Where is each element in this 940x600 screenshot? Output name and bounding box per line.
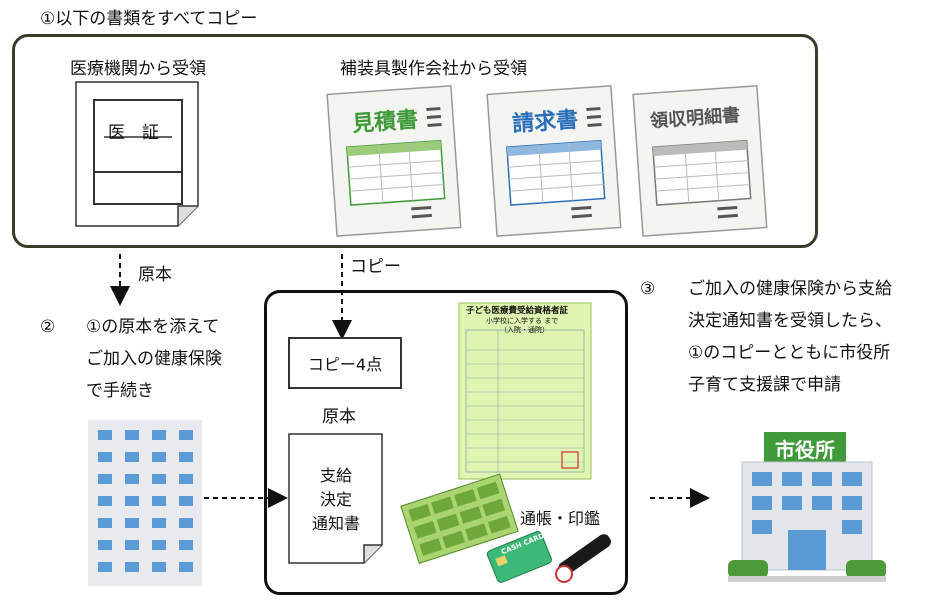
step3-line-1: ご加入の健康保険から支給 (688, 279, 892, 299)
step3-line-2: 決定通知書を受領したら、 (688, 311, 892, 331)
copy-count-box: コピー4点 (288, 337, 402, 389)
notice-line-3: 通知書 (311, 514, 360, 533)
step1-frame (12, 34, 818, 248)
arrow-original-label: 原本 (138, 265, 172, 285)
certificate-title: 医 証 (108, 123, 159, 143)
bankbook-icon (400, 473, 519, 564)
notice-line-2: 決定 (319, 490, 352, 509)
bankbook-seal-label: 通帳・印鑑 (520, 509, 601, 528)
step3-line-3: ①のコピーとともに市役所 (688, 343, 891, 363)
city-hall-icon (728, 432, 886, 582)
receipt-doc-icon (632, 84, 768, 237)
step2-line-1: ①の原本を添えて (86, 317, 220, 337)
application-bundle-frame (264, 290, 628, 595)
card-title: 子ども医療費受給資格者証 (466, 306, 569, 316)
eligibility-card-icon (458, 302, 592, 480)
step3-line-4: 子育て支援課で申請 (688, 375, 841, 395)
step3-number: ③ (640, 279, 656, 299)
city-hall-sign: 市役所 (775, 438, 835, 462)
estimate-doc-icon (326, 84, 462, 237)
office-building-icon (88, 420, 202, 586)
medical-certificate-icon (75, 81, 199, 227)
step2-number: ② (40, 317, 56, 337)
hospital-label: 医療機関から受領 (70, 59, 206, 79)
notice-text: 支給 決定 通知書 (302, 464, 370, 536)
hanko-seal-icon (555, 534, 611, 583)
step2-line-2: ご加入の健康保険 (86, 349, 222, 369)
notice-document-icon (288, 433, 383, 564)
step1-title: ①以下の書類をすべてコピー (40, 9, 258, 29)
card-subtitle: 小学校に入学する まで (486, 317, 559, 325)
card-subtitle-2: （入院・通院） (500, 326, 549, 334)
maker-label: 補装具製作会社から受領 (340, 59, 527, 79)
invoice-doc-icon (486, 84, 622, 237)
arrow-copy-label: コピー (350, 257, 401, 277)
step2-line-3: で手続き (86, 381, 154, 401)
notice-line-1: 支給 (319, 466, 352, 485)
cash-card-icon (486, 531, 552, 583)
original-label: 原本 (322, 407, 356, 427)
